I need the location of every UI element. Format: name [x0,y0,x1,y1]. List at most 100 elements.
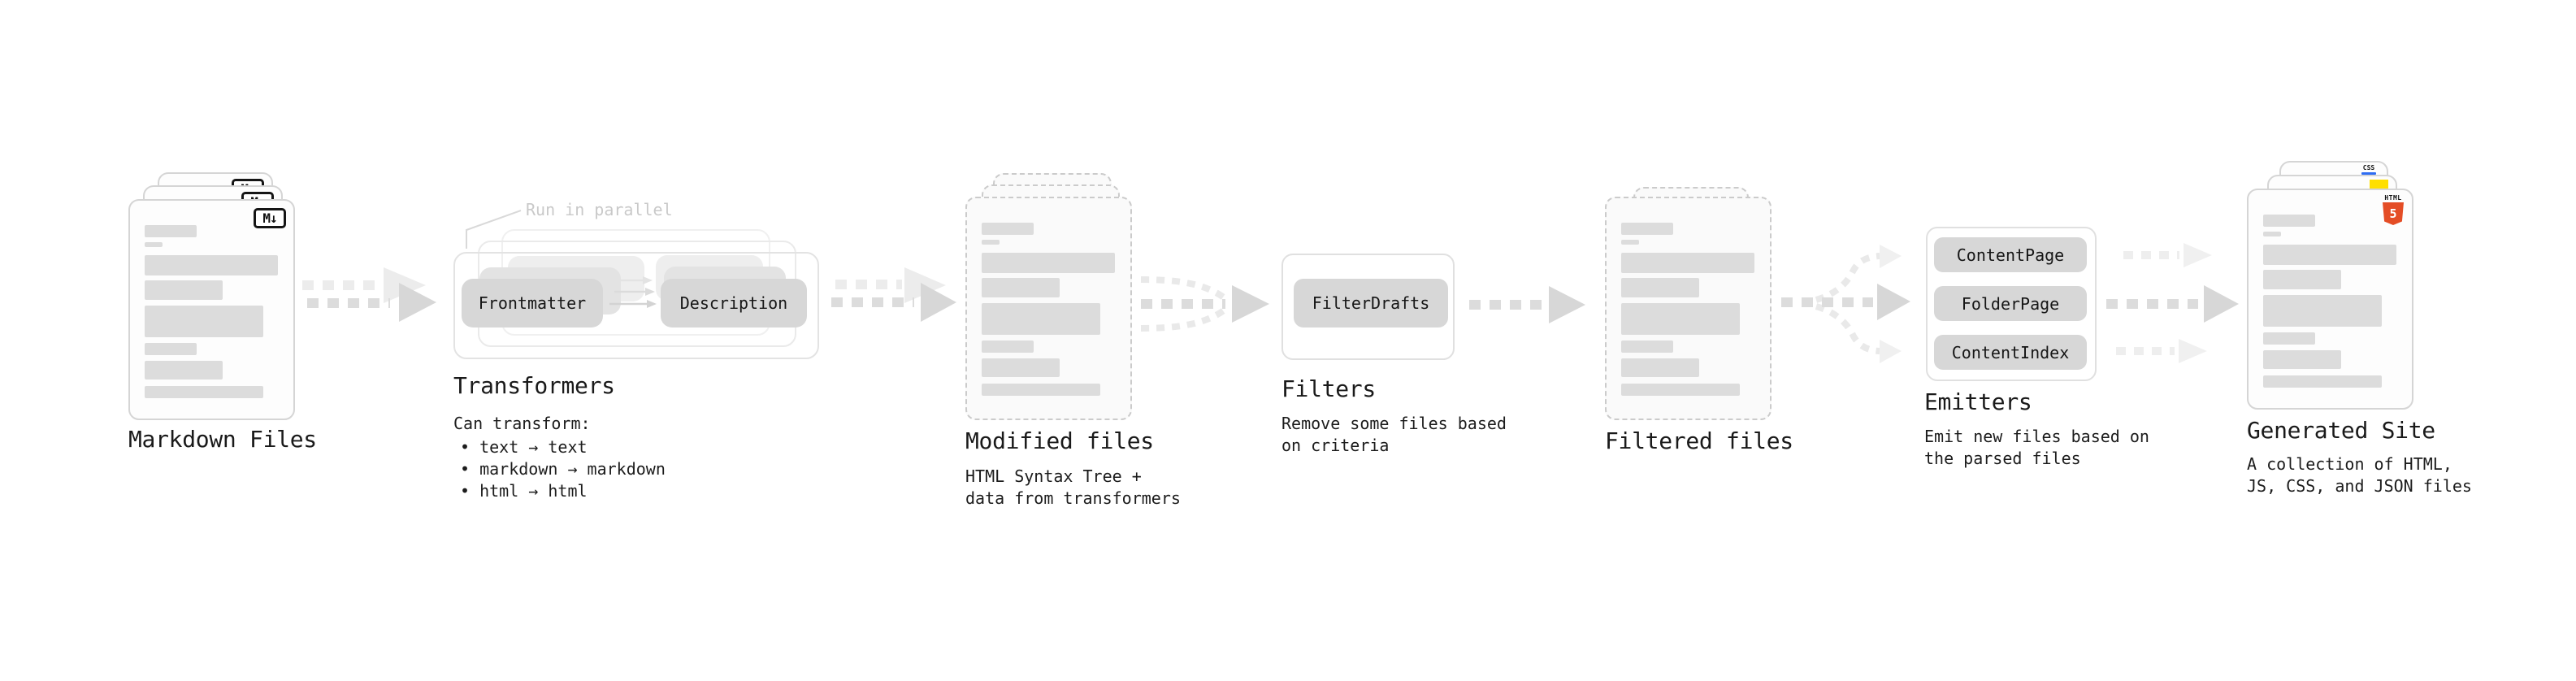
emitters-desc-line1: Emit new files based on [1924,427,2149,446]
arrows-emitters-to-generated [2106,243,2239,363]
arrow-head [399,283,436,322]
folderpage-pill-label: FolderPage [1961,293,2060,314]
placeholder-text-line [145,386,263,398]
arrow-head-middle [2204,285,2239,323]
placeholder-text-line [2263,215,2315,227]
placeholder-text-line [2263,295,2382,327]
transformers-bullet-2: markdown → markdown [460,459,666,479]
arrow-head-bottom [2179,339,2207,363]
generated-html-file-card: HTML 5 [2247,189,2413,410]
markdown-icon-glyph: M↓ [262,210,277,226]
transformers-bullet-3: html → html [460,481,587,501]
stage-label-modified-files: Modified files [965,427,1154,454]
arrow-modified-to-filters-converging [1140,276,1269,332]
arrow-head-ghost [384,267,426,303]
converge-curve-top [1140,276,1226,301]
placeholder-text-line [982,278,1060,297]
arrow-head [1549,286,1585,323]
placeholder-text-line [145,343,197,355]
placeholder-text-line [145,361,223,380]
filters-desc-line1: Remove some files based [1281,414,1507,433]
converge-curve-bottom [1140,307,1226,332]
arrow-head-middle [1877,284,1910,320]
markdown-icon: M↓ [254,208,286,228]
transformers-bullet-1: text → text [460,437,587,457]
filterdrafts-pill: FilterDrafts [1294,279,1448,327]
placeholder-text-line [982,240,1000,245]
stage-label-markdown-files: Markdown Files [128,426,317,453]
placeholder-text-line [982,303,1100,335]
placeholder-text-line [2263,232,2281,236]
transformers-desc-intro: Can transform: [453,414,591,433]
css-file-icon: CSS [2359,165,2379,175]
placeholder-text-line [145,242,163,247]
modified-file-card-front [965,197,1132,420]
placeholder-text-line [2263,270,2341,289]
html5-icon-number: 5 [2389,206,2397,221]
folderpage-pill: FolderPage [1934,286,2087,321]
stage-label-transformers: Transformers [453,372,615,399]
description-pill: Description [661,279,807,327]
placeholder-text-line [982,384,1100,396]
placeholder-text-line [982,223,1034,235]
description-pill-label: Description [679,293,788,313]
js-file-icon [2370,180,2388,189]
placeholder-text-line [1621,384,1740,396]
placeholder-text-line [982,253,1115,273]
arrow-head-top [1880,245,1902,268]
emitters-desc-line2: the parsed files [1924,449,2081,468]
placeholder-text-line [1621,340,1673,353]
run-in-parallel-annotation: Run in parallel [526,200,673,219]
placeholder-text-line [2263,375,2382,388]
placeholder-text-line [1621,223,1673,235]
css-icon-label: CSS [2362,164,2375,171]
placeholder-text-line [145,255,278,275]
placeholder-text-line [2263,350,2341,369]
stage-label-generated-site: Generated Site [2247,417,2435,444]
filterdrafts-pill-label: FilterDrafts [1312,293,1430,313]
arrow-head-bottom [1880,340,1902,363]
placeholder-text-line [145,280,223,300]
placeholder-text-line [2263,245,2396,265]
placeholder-text-line [2263,332,2315,345]
filtered-file-card-front [1605,197,1772,420]
filters-desc-line2: on criteria [1281,436,1390,455]
transformer-box-front [453,252,819,359]
placeholder-text-line [1621,303,1740,335]
arrow-transformers-to-modified [831,267,956,322]
arrow-head [921,283,956,322]
html5-icon-word: HTML [2384,194,2402,202]
html5-icon: HTML 5 [2382,194,2405,225]
arrow-head [1232,285,1269,323]
placeholder-text-line [1621,278,1699,297]
placeholder-text-line [1621,358,1699,377]
placeholder-text-line [145,306,263,337]
placeholder-text-line [1621,240,1639,245]
arrow-filtered-to-emitters-diverging [1781,245,1910,363]
modified-files-desc-line1: HTML Syntax Tree + [965,466,1142,486]
frontmatter-pill: Frontmatter [462,279,603,327]
placeholder-text-line [982,358,1060,377]
placeholder-text-line [145,225,197,237]
arrow-head-top [2184,243,2212,267]
arrow-filters-to-filtered [1469,286,1585,323]
arrow-markdown-to-transformers [302,267,436,322]
diverge-curve-top [1815,253,1880,303]
stage-label-filters: Filters [1281,375,1376,402]
diverge-curve-bottom [1815,303,1880,354]
placeholder-text-line [1621,253,1754,273]
arrow-head-ghost [904,267,946,303]
contentpage-pill: ContentPage [1934,237,2087,272]
contentindex-pill: ContentIndex [1934,335,2087,370]
stage-label-filtered-files: Filtered files [1605,427,1793,454]
html5-icon-shield: 5 [2383,202,2404,225]
modified-files-desc-line2: data from transformers [965,488,1181,508]
placeholder-text-line [982,340,1034,353]
markdown-file-card-front: M↓ [128,199,295,420]
generated-site-desc-line1: A collection of HTML, [2247,454,2452,474]
contentindex-pill-label: ContentIndex [1951,342,2070,362]
generated-site-desc-line2: JS, CSS, and JSON files [2247,476,2472,496]
frontmatter-pill-label: Frontmatter [478,293,587,313]
contentpage-pill-label: ContentPage [1956,245,2065,265]
